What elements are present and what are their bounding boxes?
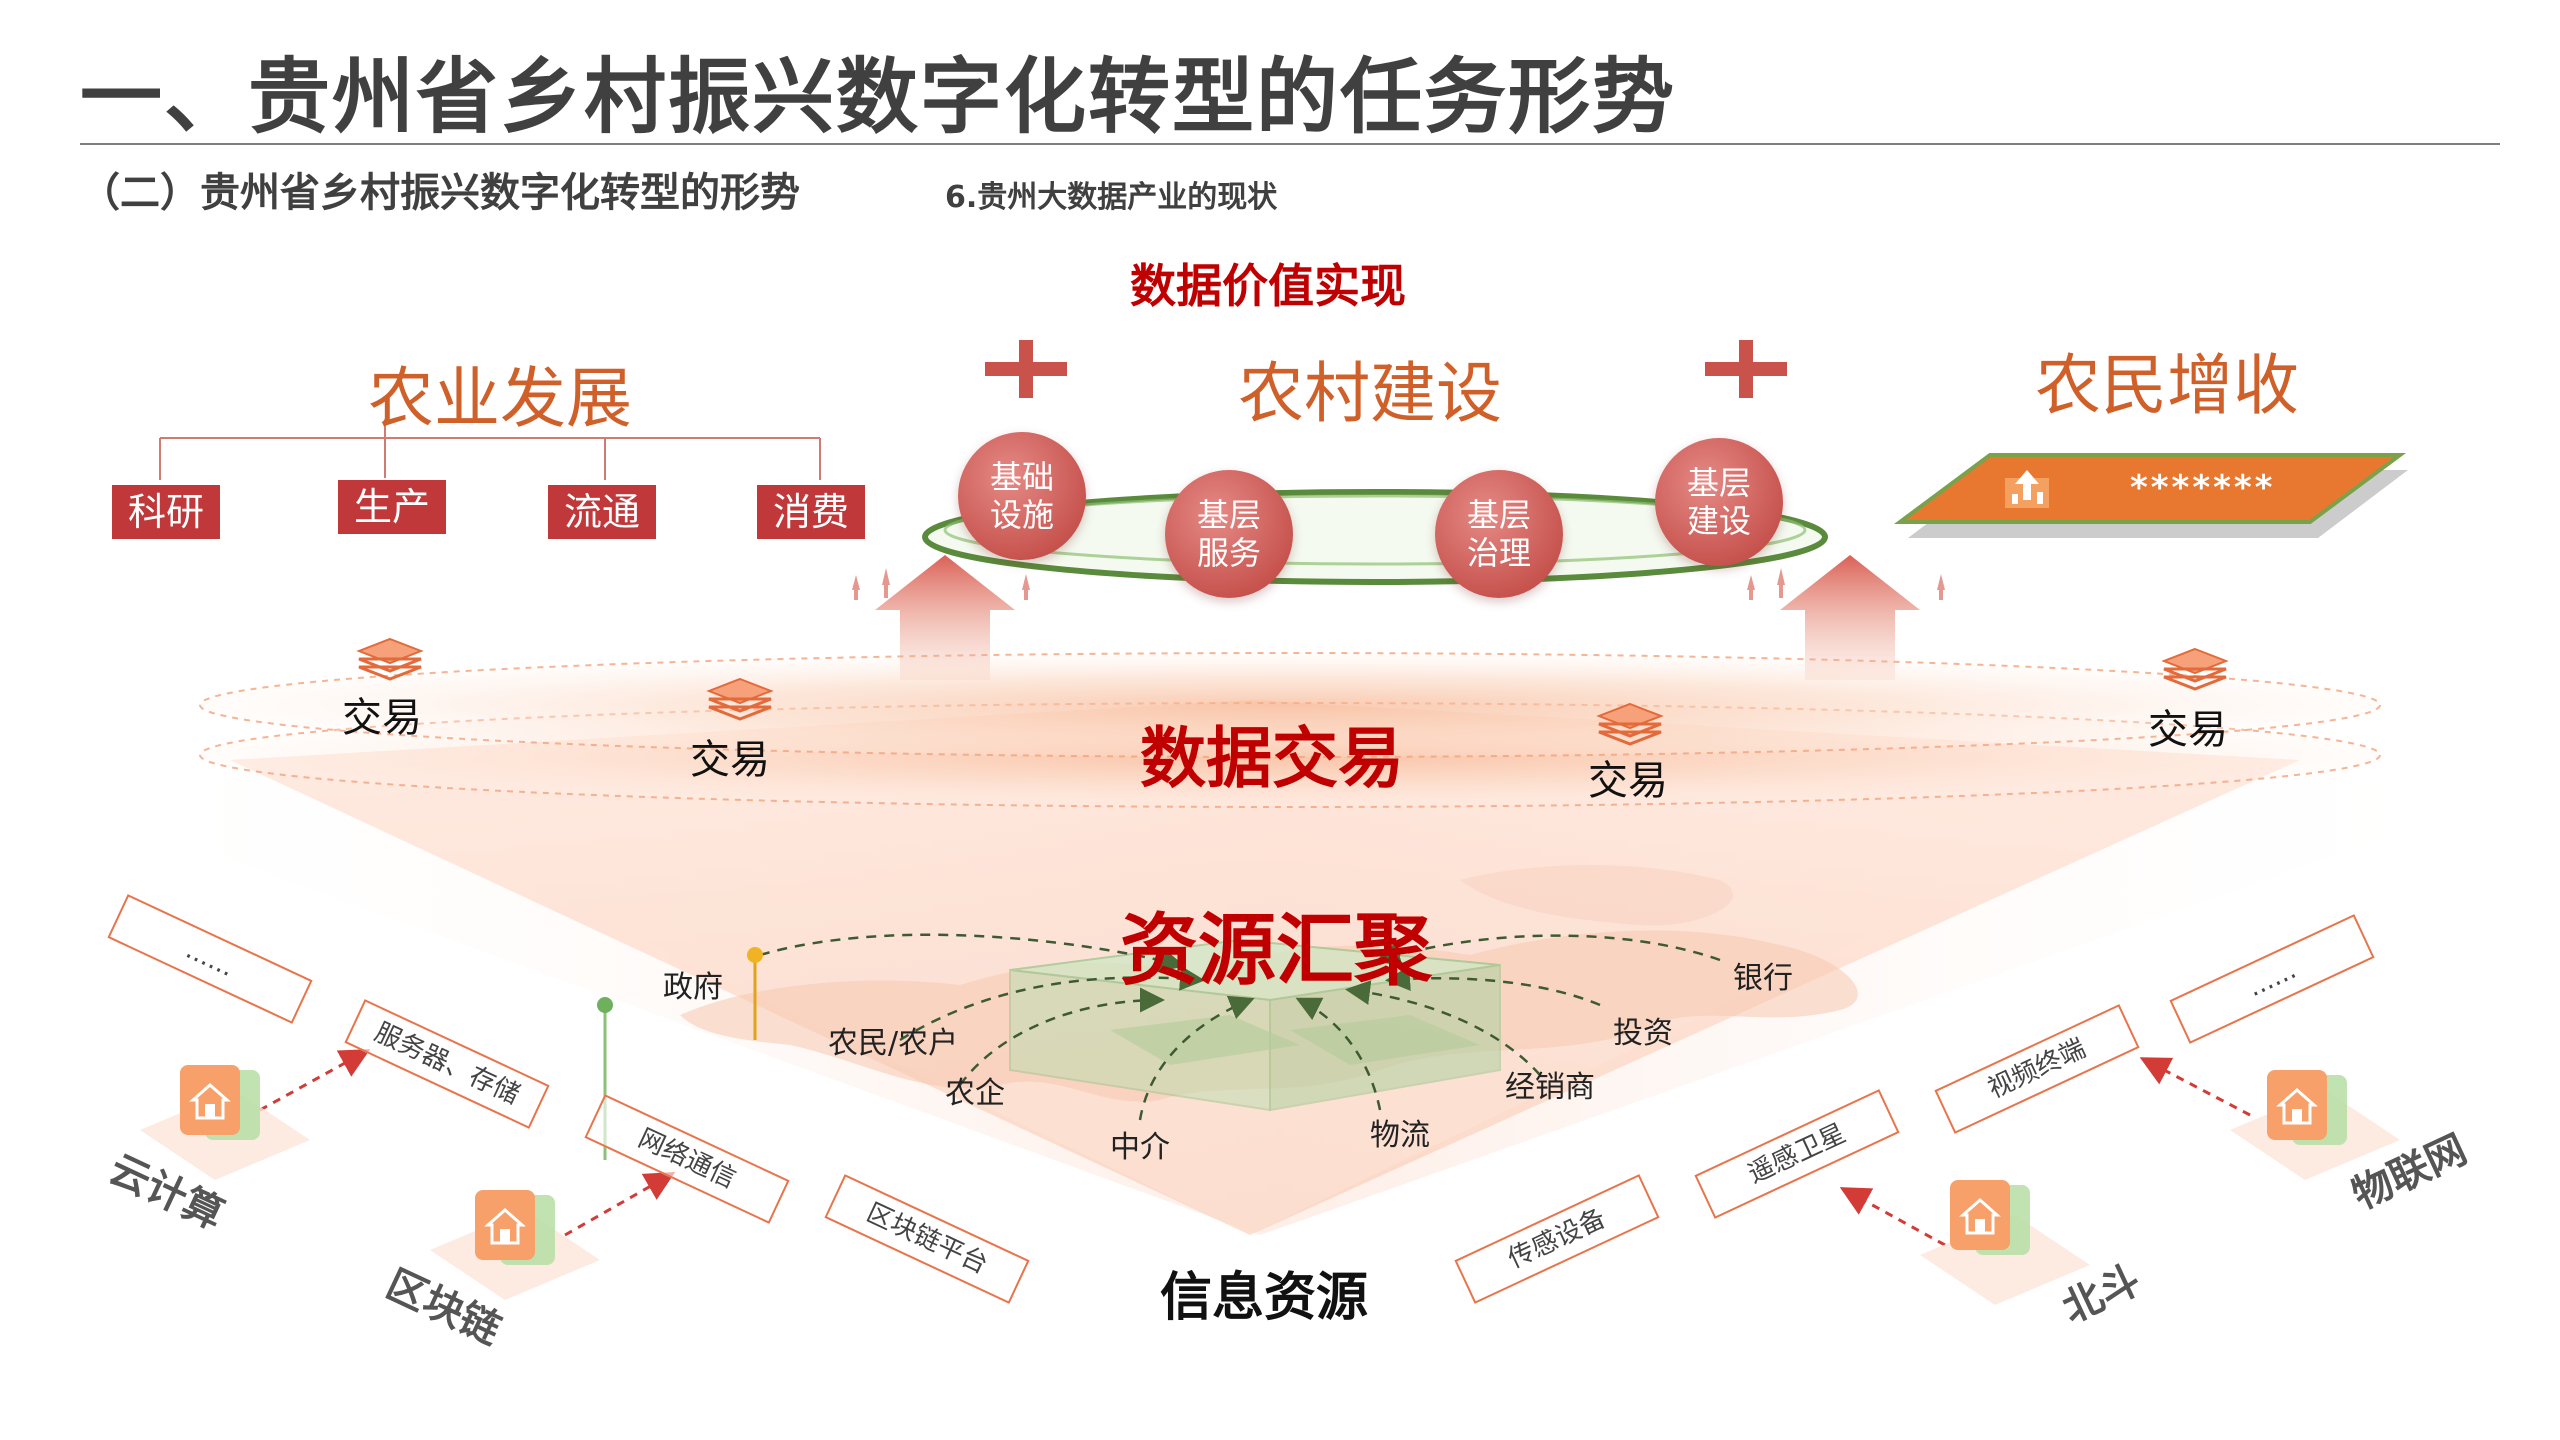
plus-icon-left bbox=[985, 340, 1067, 398]
agri-item-research: 科研 bbox=[112, 485, 220, 539]
actor-agri-enterprise: 农企 bbox=[945, 1076, 1005, 1111]
actor-logistics: 物流 bbox=[1370, 1118, 1430, 1153]
title-divider bbox=[80, 143, 2500, 145]
plus-icon-right bbox=[1705, 340, 1787, 398]
agri-item-production: 生产 bbox=[338, 480, 446, 534]
actor-distributor: 经销商 bbox=[1505, 1070, 1595, 1105]
rural-item-grassroots-construction: 基层 建设 bbox=[1655, 438, 1783, 566]
cloud-computing-icon bbox=[180, 1065, 260, 1140]
trade-node-label: 交易 bbox=[2148, 707, 2228, 753]
subtitle-note: 6.贵州大数据产业的现状 bbox=[945, 180, 1278, 215]
information-resources-heading: 信息资源 bbox=[1160, 1268, 1369, 1328]
section-subtitle: （二）贵州省乡村振兴数字化转型的形势 bbox=[80, 170, 800, 216]
actor-intermediary: 中介 bbox=[1110, 1130, 1170, 1165]
actor-investment: 投资 bbox=[1613, 1016, 1673, 1051]
rural-item-infrastructure: 基础 设施 bbox=[958, 432, 1086, 560]
iot-icon bbox=[2267, 1070, 2347, 1145]
page-title: 一、贵州省乡村振兴数字化转型的任务形势 bbox=[80, 50, 1677, 145]
agriculture-development-title: 农业发展 bbox=[368, 360, 632, 437]
rural-item-grassroots-service: 基层 服务 bbox=[1165, 470, 1293, 598]
farmer-income-title: 农民增收 bbox=[2035, 347, 2299, 424]
blockchain-icon bbox=[475, 1190, 555, 1265]
trade-node-label: 交易 bbox=[1588, 758, 1668, 804]
layers-icon bbox=[706, 677, 774, 721]
trade-node-label: 交易 bbox=[342, 695, 422, 741]
actor-farmers: 农民/农户 bbox=[828, 1026, 959, 1061]
actor-government: 政府 bbox=[663, 970, 723, 1005]
layers-icon bbox=[2161, 647, 2229, 691]
value-realization-heading: 数据价值实现 bbox=[1130, 259, 1406, 313]
layers-icon bbox=[356, 637, 424, 681]
layers-icon bbox=[1596, 702, 1664, 746]
rural-item-grassroots-governance: 基层 治理 bbox=[1435, 470, 1563, 598]
agri-item-consumption: 消费 bbox=[757, 485, 865, 539]
rural-construction-title: 农村建设 bbox=[1238, 355, 1502, 432]
actor-bank: 银行 bbox=[1733, 961, 1793, 996]
trade-node-label: 交易 bbox=[690, 737, 770, 783]
agri-item-circulation: 流通 bbox=[548, 485, 656, 539]
data-trading-heading: 数据交易 bbox=[1140, 720, 1404, 797]
beidou-icon bbox=[1950, 1180, 2030, 1255]
resource-aggregation-heading: 资源汇聚 bbox=[1120, 906, 1433, 996]
farmer-income-placeholder: ******* bbox=[2130, 468, 2276, 508]
